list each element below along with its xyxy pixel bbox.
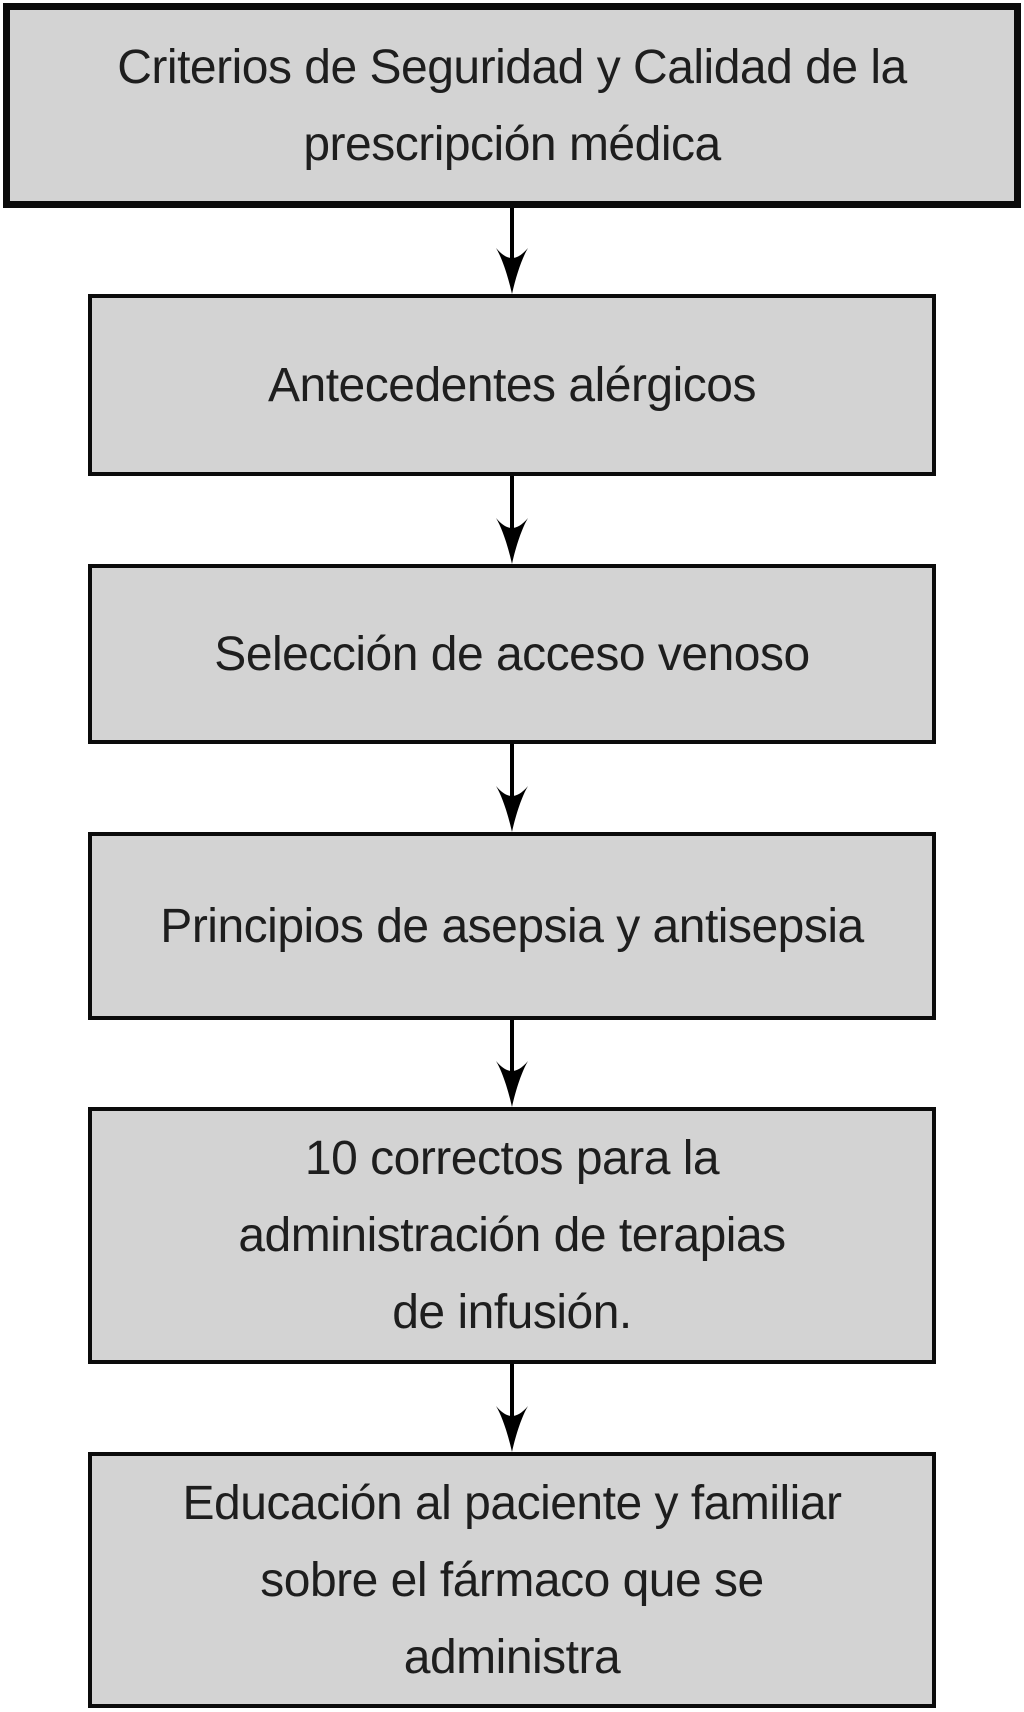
- flow-step-label-line: prescripción médica: [303, 117, 721, 171]
- arrow-down-icon: [492, 1020, 532, 1107]
- arrow-head-icon: [496, 518, 528, 564]
- arrow-down-icon: [492, 476, 532, 564]
- arrow-shaft: [510, 1364, 514, 1416]
- arrow-shaft: [510, 208, 514, 258]
- flow-step-label-line: Criterios de Seguridad y Calidad de la: [117, 40, 907, 94]
- flow-step-educacion-paciente: Educación al paciente y familiar sobre e…: [88, 1452, 936, 1708]
- flow-step-10-correctos: 10 correctos para la administración de t…: [88, 1107, 936, 1364]
- flow-step-label-line: Principios de asepsia y antisepsia: [160, 899, 864, 953]
- flow-step-label-line: Educación al paciente y familiar: [182, 1476, 842, 1530]
- arrow-shaft: [510, 744, 514, 796]
- arrow-shaft: [510, 1020, 514, 1071]
- arrow-down-icon: [492, 208, 532, 294]
- arrow-head-icon: [496, 1061, 528, 1107]
- flow-step-label-line: administración de terapias: [238, 1209, 786, 1262]
- arrow-down-icon: [492, 1364, 532, 1452]
- flow-step-label-line: Antecedentes alérgicos: [268, 358, 756, 412]
- flow-step-criterios-prescripcion: Criterios de Seguridad y Calidad de la p…: [3, 3, 1021, 208]
- flow-step-label-line: sobre el fármaco que se: [260, 1553, 764, 1607]
- flow-step-seleccion-acceso-venoso: Selección de acceso venoso: [88, 564, 936, 744]
- flow-step-principios-asepsia: Principios de asepsia y antisepsia: [88, 832, 936, 1020]
- arrow-shaft: [510, 476, 514, 528]
- flow-step-antecedentes-alergicos: Antecedentes alérgicos: [88, 294, 936, 476]
- arrow-head-icon: [496, 248, 528, 294]
- flow-step-label-line: 10 correctos para la: [304, 1132, 720, 1185]
- flow-step-label-line: administra: [403, 1630, 621, 1684]
- arrow-down-icon: [492, 744, 532, 832]
- arrow-head-icon: [496, 786, 528, 832]
- flow-step-label-line: Selección de acceso venoso: [214, 627, 810, 681]
- flow-step-label-line: de infusión.: [392, 1286, 632, 1339]
- arrow-head-icon: [496, 1406, 528, 1452]
